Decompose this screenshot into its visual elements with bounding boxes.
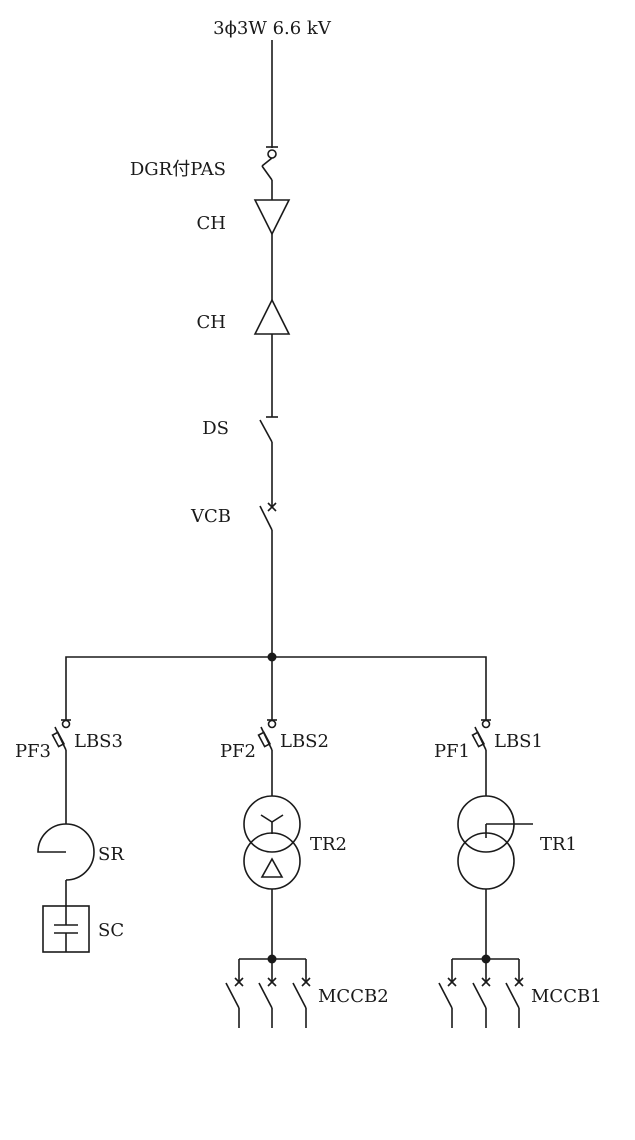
- pas-label: DGR付PAS: [130, 159, 226, 180]
- pf-lbs3: [51, 719, 71, 751]
- pf1-label: PF1: [434, 741, 470, 762]
- series-reactor: [37, 823, 95, 881]
- sr-label: SR: [98, 844, 124, 865]
- mccb1-group: [438, 954, 524, 1028]
- transformer-tr2: [243, 795, 301, 890]
- ds-label: DS: [202, 418, 229, 439]
- ch2-label: CH: [197, 312, 226, 333]
- disconnector-switch: [259, 416, 278, 443]
- vcb-label: VCB: [190, 506, 231, 527]
- bus-junction-dot: [267, 652, 277, 662]
- cable-head-down: [253, 199, 291, 236]
- transformer-tr1: [457, 795, 533, 890]
- mccb1-label: MCCB1: [531, 986, 602, 1007]
- ch1-label: CH: [197, 213, 226, 234]
- pf-lbs2: [257, 719, 277, 751]
- cable-head-up: [253, 298, 291, 335]
- mccb2-group: [225, 954, 311, 1028]
- supply-label: 3ϕ3W 6.6 kV: [213, 18, 332, 39]
- sc-label: SC: [98, 920, 124, 941]
- tr1-label: TR1: [540, 834, 577, 855]
- bus-bar: [65, 656, 487, 720]
- lbs3-label: LBS3: [74, 731, 123, 752]
- pas-switch: [261, 146, 278, 181]
- static-capacitor: [42, 905, 90, 953]
- tr2-label: TR2: [310, 834, 347, 855]
- vacuum-circuit-breaker: [259, 502, 277, 531]
- lbs2-label: LBS2: [280, 731, 329, 752]
- pf-lbs1: [471, 719, 491, 751]
- pf3-label: PF3: [15, 741, 51, 762]
- lbs1-label: LBS1: [494, 731, 543, 752]
- mccb2-label: MCCB2: [318, 986, 389, 1007]
- pf2-label: PF2: [220, 741, 256, 762]
